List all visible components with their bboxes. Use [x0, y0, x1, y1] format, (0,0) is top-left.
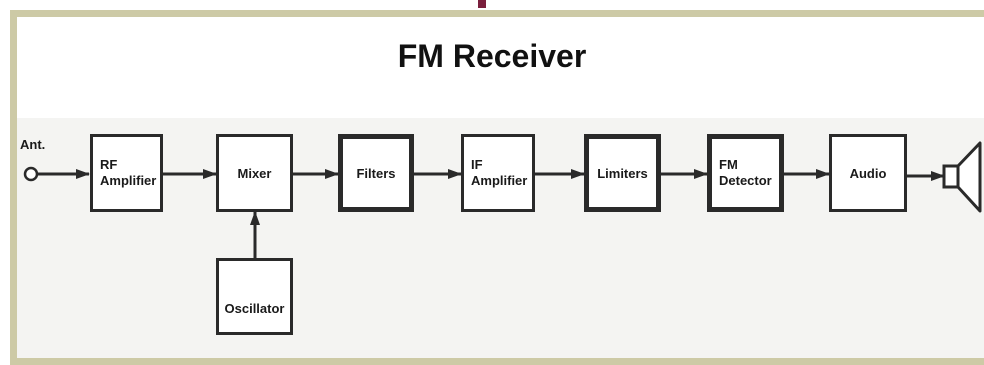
block-label: Audio	[849, 165, 887, 181]
block-limiters: Limiters	[584, 134, 661, 212]
block-label: RF Amplifier	[100, 157, 157, 188]
block-rf-amplifier: RF Amplifier	[90, 134, 163, 212]
block-label: Mixer	[237, 165, 272, 181]
block-mixer: Mixer	[216, 134, 293, 212]
block-if-amplifier: IF Amplifier	[461, 134, 535, 212]
block-audio: Audio	[829, 134, 907, 212]
slide-frame-top	[10, 10, 984, 17]
antenna-label: Ant.	[20, 137, 46, 152]
block-filters: Filters	[338, 134, 414, 212]
slide-frame-bottom	[10, 358, 984, 365]
block-label: FM Detector	[719, 157, 772, 188]
slide-frame-left	[10, 10, 17, 365]
block-label: Limiters	[597, 165, 648, 181]
diagram-title: FM Receiver	[397, 38, 587, 74]
block-label: IF Amplifier	[471, 157, 528, 188]
block-label: Filters	[356, 165, 396, 181]
block-oscillator: Oscillator	[216, 258, 293, 335]
antenna-terminal-icon	[23, 166, 39, 182]
speaker-icon	[942, 141, 982, 213]
accent-mark	[478, 0, 486, 8]
block-label: Oscillator	[224, 301, 285, 316]
block-fm-detector: FM Detector	[707, 134, 784, 212]
